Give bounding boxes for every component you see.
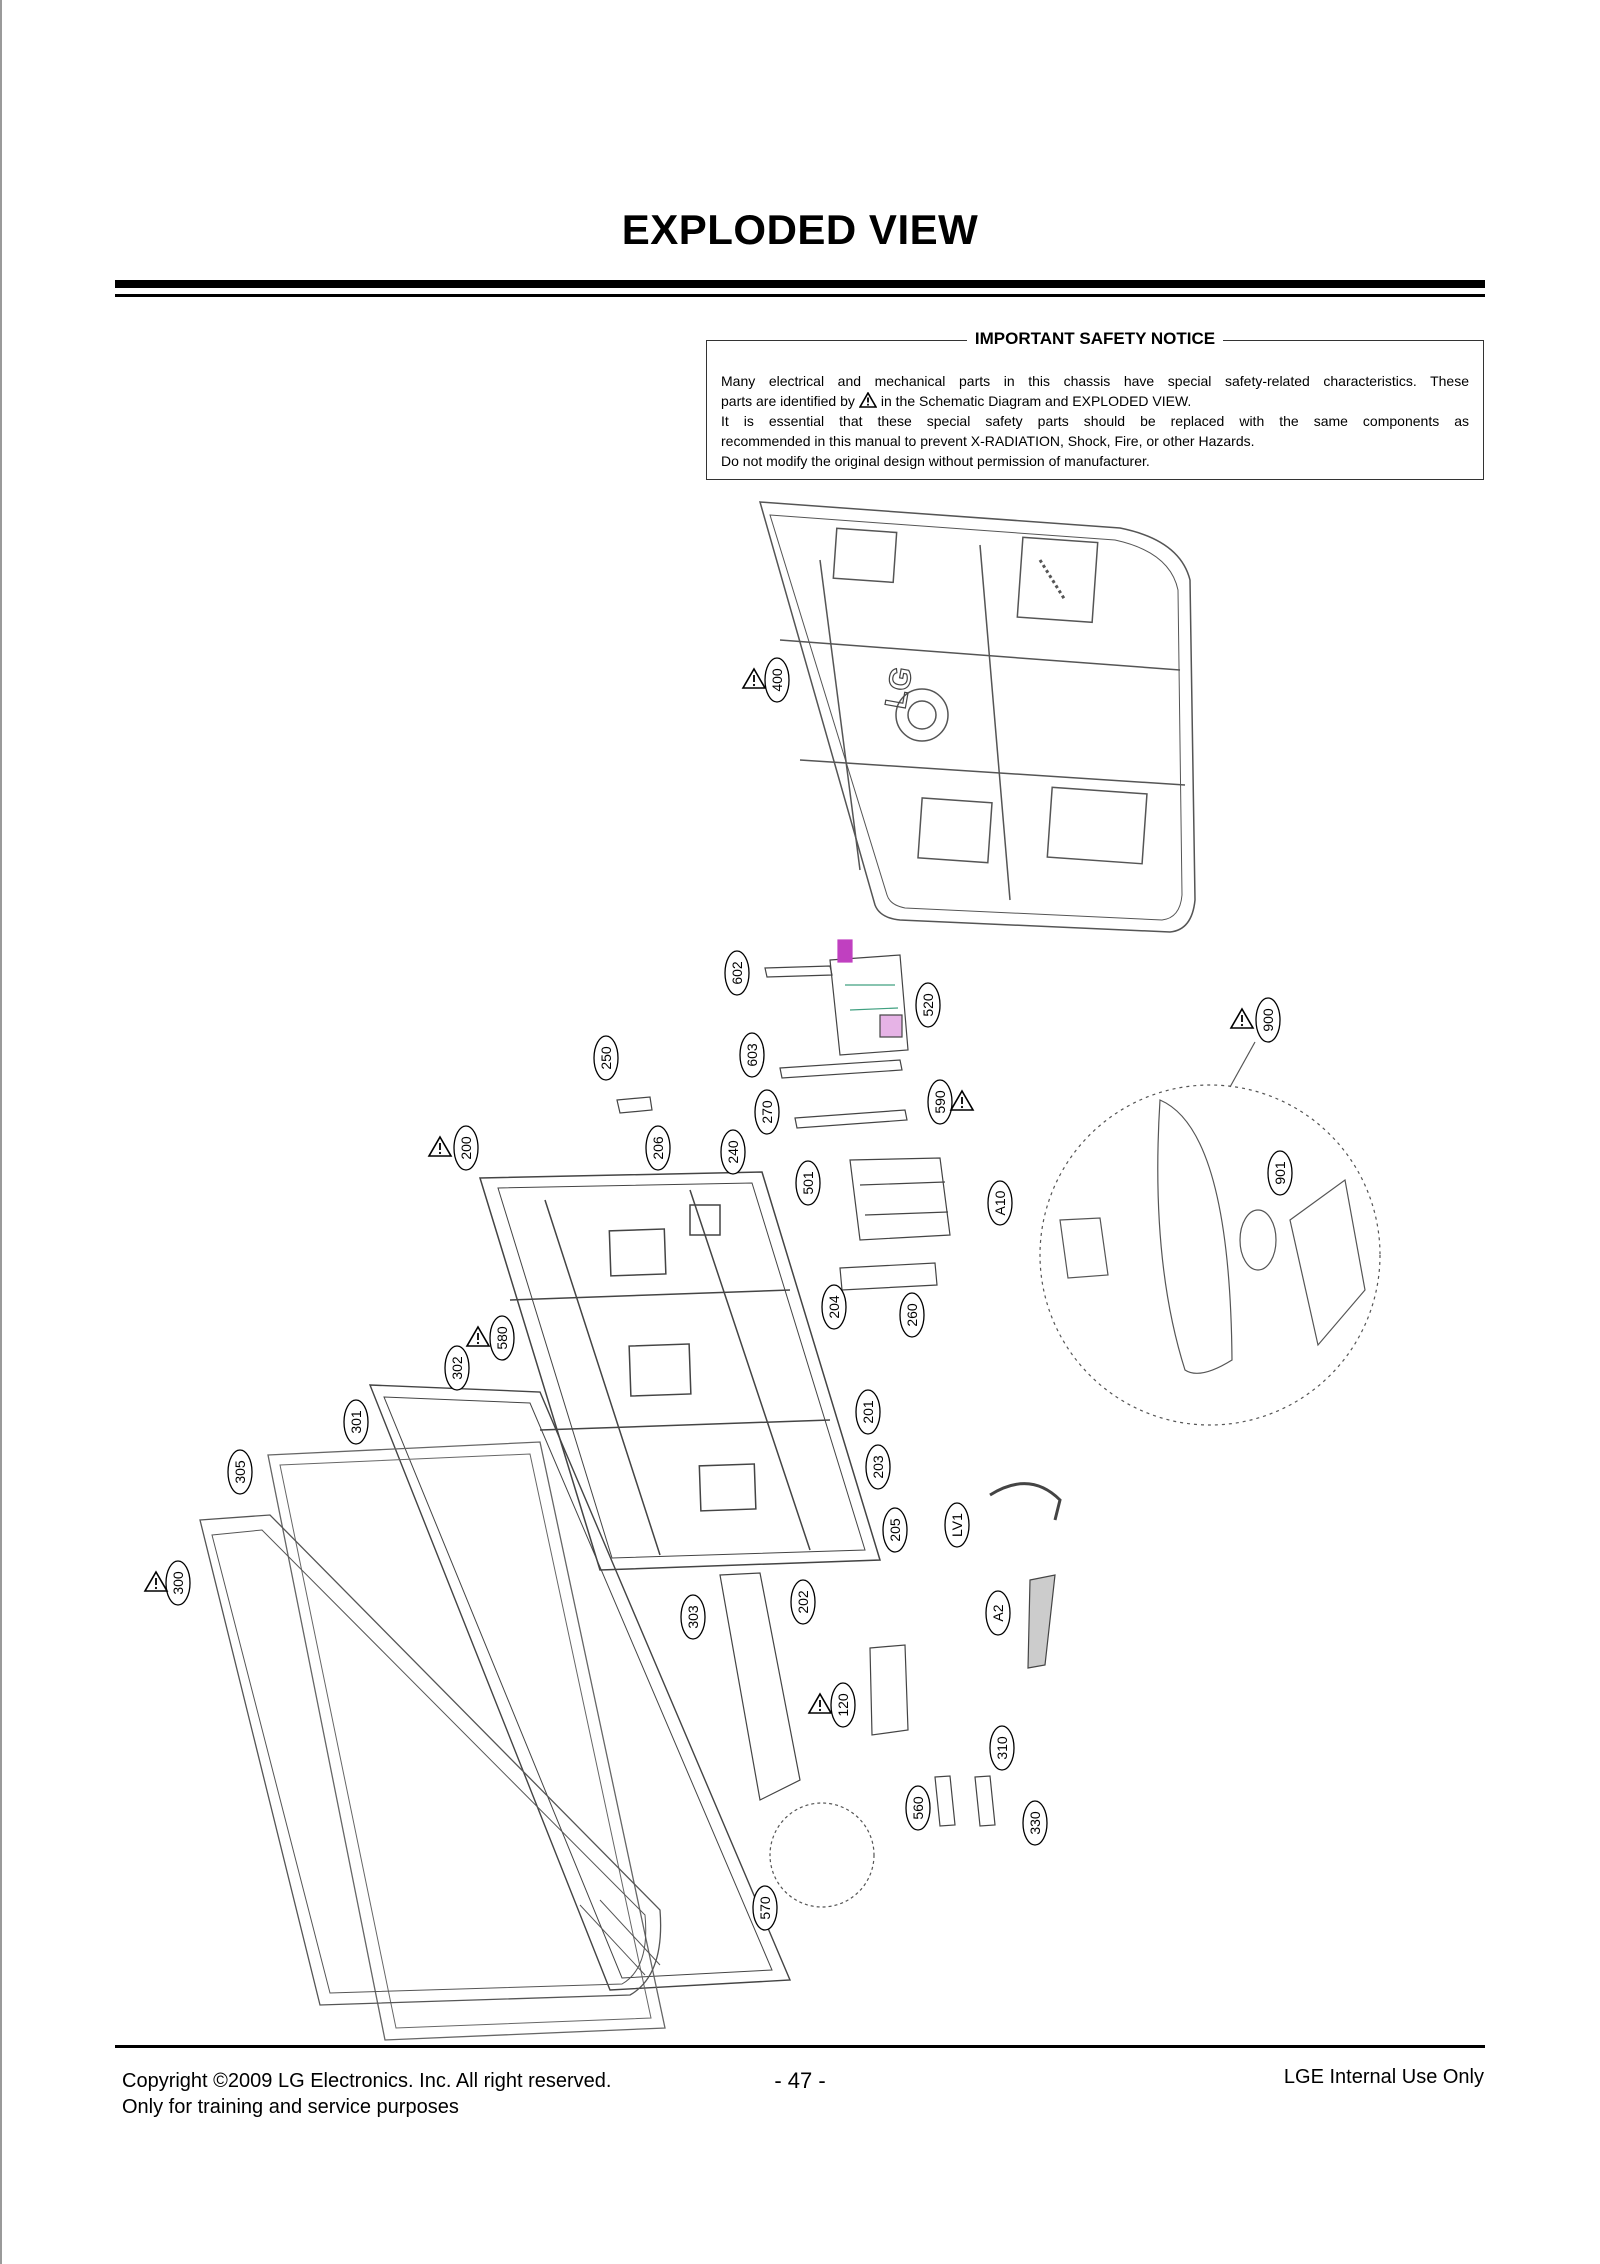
footer-copyright: Copyright ©2009 LG Electronics. Inc. All… — [122, 2070, 612, 2118]
callout-label: 260 — [904, 1303, 920, 1327]
bracket-204-260 — [839, 1262, 938, 1291]
footer-internal: LGE Internal Use Only — [1283, 2066, 1484, 2088]
notice-line-5: Do not modify the original design withou… — [721, 453, 1150, 469]
callout-label: 250 — [598, 1046, 614, 1070]
callout-label: LV1 — [949, 1513, 965, 1537]
warning-triangle-icon — [428, 1136, 452, 1157]
callout-label: 302 — [449, 1356, 465, 1380]
callout-label: 901 — [1272, 1161, 1288, 1185]
callout-label: 580 — [494, 1326, 510, 1350]
page-title: EXPLODED VIEW — [621, 206, 979, 253]
callout-label: 570 — [757, 1896, 773, 1920]
filter-part — [267, 1441, 666, 2041]
callout-label: 203 — [870, 1455, 886, 1479]
callout-label: 270 — [759, 1100, 775, 1124]
notice-line-4: recommended in this manual to prevent X-… — [721, 433, 1255, 449]
stand-bracket-501 — [849, 1157, 951, 1241]
title-rule-thin — [115, 294, 1485, 297]
callout-label: 300 — [170, 1571, 186, 1595]
remote-a2-part — [1027, 1574, 1056, 1669]
inner-frame-part — [368, 1384, 792, 1991]
callout-label: 303 — [685, 1605, 701, 1629]
front-cabinet-part — [199, 1514, 662, 2006]
callout-label: A10 — [992, 1190, 1008, 1215]
warning-triangle-icon — [144, 1571, 168, 1592]
bracket-250 — [616, 1096, 653, 1114]
bracket-603 — [779, 1059, 903, 1079]
callout-label: 120 — [835, 1693, 851, 1717]
warning-triangle-icon — [808, 1693, 832, 1714]
callout-label: 201 — [860, 1400, 876, 1424]
callout-label: 205 — [887, 1518, 903, 1542]
panel-303-part — [719, 1572, 801, 1801]
safety-notice-body: Many electrical and mechanical parts in … — [721, 371, 1469, 471]
warning-triangle-icon — [466, 1326, 490, 1347]
callout-label: 200 — [458, 1136, 474, 1160]
callout-label: 520 — [920, 993, 936, 1017]
callout-label: 603 — [744, 1043, 760, 1067]
callout-label: 202 — [795, 1590, 811, 1614]
safety-notice-title: IMPORTANT SAFETY NOTICE — [966, 329, 1224, 348]
part-310 — [974, 1775, 996, 1827]
page-number: - 47 - — [774, 2068, 826, 2093]
module-frame-part — [478, 1171, 882, 1571]
callout-label: 240 — [725, 1140, 741, 1164]
footer-rule — [115, 2045, 1485, 2048]
callout-labels: 400 602 520 900 250 603 590 270 200 206 … — [165, 657, 1293, 1931]
page-edge — [0, 0, 2, 2264]
warning-triangle-icon — [742, 668, 766, 689]
part-120 — [869, 1644, 909, 1736]
callout-label: 310 — [994, 1736, 1010, 1760]
callout-label: 501 — [800, 1171, 816, 1195]
logo-text: LG — [879, 664, 919, 711]
callout-label: 204 — [826, 1295, 842, 1319]
footer-purpose: Only for training and service purposes — [122, 2096, 459, 2118]
warning-triangle-icon — [1230, 1008, 1254, 1029]
callout-label: 560 — [910, 1796, 926, 1820]
cable-lv1-part — [989, 1482, 1062, 1521]
callout-label: 400 — [769, 668, 785, 692]
callout-label: 305 — [232, 1460, 248, 1484]
notice-line-1: Many electrical and mechanical parts in … — [721, 373, 1469, 389]
safety-notice-box: IMPORTANT SAFETY NOTICE Many electrical … — [706, 329, 1484, 480]
notice-line-3: It is essential that these special safet… — [721, 413, 1469, 429]
callout-label: 900 — [1260, 1008, 1276, 1032]
main-board-part — [829, 939, 909, 1056]
callout-label: 590 — [932, 1090, 948, 1114]
callout-label: 330 — [1027, 1811, 1043, 1835]
warning-triangle-icon — [950, 1090, 974, 1111]
callout-label: 301 — [348, 1410, 364, 1434]
bracket-270 — [794, 1109, 908, 1129]
stand-detail — [1039, 1084, 1381, 1426]
back-cover-part — [758, 501, 1196, 933]
part-570-detail — [769, 1802, 875, 1908]
warning-triangle-icon — [858, 392, 877, 408]
title-rule-thick — [115, 280, 1485, 288]
part-560 — [934, 1775, 956, 1827]
callout-label: A2 — [990, 1604, 1006, 1621]
leader-900 — [1229, 1041, 1256, 1088]
callout-label: 206 — [650, 1136, 666, 1160]
callout-label: 602 — [729, 961, 745, 985]
bracket-602 — [764, 965, 833, 978]
